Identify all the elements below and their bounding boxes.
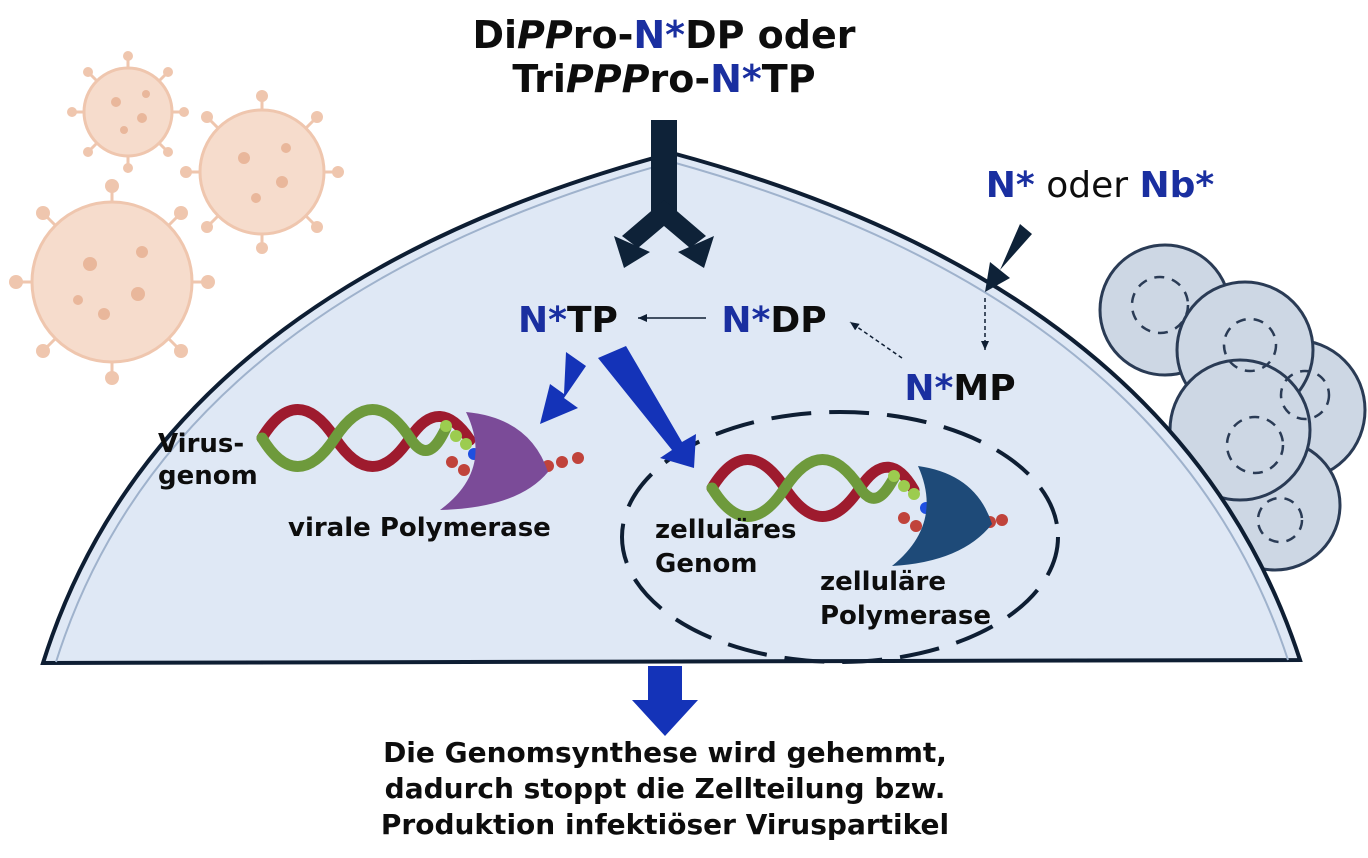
title-part: DP oder [685,13,856,57]
title-part: TP [762,57,816,101]
nmp-to-ndp-arrow-icon [849,321,903,359]
side-input-nb: Nb* [1139,165,1214,206]
viral-nucleotide-chain [440,420,584,484]
outcome-arrow-icon [632,666,698,736]
title-part-italic: PP [517,13,573,57]
virus-genome-label-line1: Virus- [158,429,244,459]
title-part: Di [472,13,517,57]
cell-nucleus [620,410,1060,664]
cellular-polymerase-icon [892,466,992,566]
viral-polymerase-label: virale Polymerase [288,513,551,543]
side-input-n: N* [986,165,1035,206]
node-ntp: N*TP [518,300,618,341]
side-input-label: N* oder Nb* [986,165,1215,206]
prodrug-title-line1: DiPPro-N*DP oder [472,13,855,57]
node-nmp-rest: MP [953,368,1015,409]
title-part-nucleoside: N* [633,13,685,57]
conclusion-line2: dadurch stoppt die Zellteilung bzw. [385,772,946,805]
conclusion-line1: Die Genomsynthese wird gehemmt, [383,736,947,769]
node-ntp-rest: TP [567,300,618,341]
virus-icon [67,51,189,173]
cell-polymerase-label-line2: Polymerase [820,601,991,631]
side-input-arrow-icon [985,224,1032,292]
title-part-italic: PPP [566,57,650,101]
conclusion-line3: Produktion infektiöser Viruspartikel [381,808,949,841]
node-ndp-star: N* [721,300,770,341]
cellular-dna-helix-icon [706,454,920,522]
uptake-arrow-icon [614,120,714,268]
node-nmp-star: N* [904,368,953,409]
cell-polymerase-label-line1: zelluläre [820,567,946,597]
ntp-to-viral-arrow-icon [540,352,586,424]
virus-icon [180,90,344,254]
viral-dna-helix-icon [256,404,476,472]
title-part: ro- [573,13,634,57]
ntp-to-nucleus-arrow-icon [598,346,696,468]
prodrug-title-line2: TriPPPro-N*TP [512,57,815,101]
cell-genome-label-line2: Genom [655,549,757,579]
title-part: ro- [649,57,710,101]
node-ndp: N*DP [721,300,826,341]
virus-genome-label-line2: genom [158,461,258,491]
virus-icon [9,179,215,385]
title-part-nucleoside: N* [710,57,762,101]
title-part: Tri [512,57,566,101]
node-ndp-rest: DP [770,300,826,341]
node-ntp-star: N* [518,300,567,341]
side-input-oder: oder [1035,165,1140,206]
viral-polymerase-icon [440,412,548,510]
cell-genome-label-line1: zelluläres [655,515,797,545]
node-nmp: N*MP [904,368,1015,409]
